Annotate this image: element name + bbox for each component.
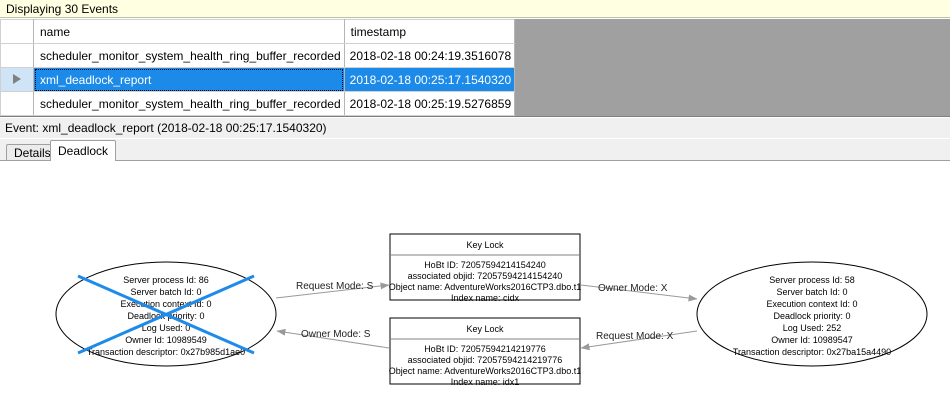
process-left-line-6: Transaction descriptor: 0x27b985d1ae0 [87,347,245,357]
process-right-line-3: Deadlock priority: 0 [773,311,850,321]
process-left-line-5: Owner Id: 10989549 [125,335,207,345]
tab-deadlock[interactable]: Deadlock [50,140,117,161]
resource-bottom-line-3: Index name: idx1 [451,377,520,387]
edge-top-owner: Owner Mode: X [580,283,698,302]
resource-bottom-line-2: Object name: AdventureWorks2016CTP3.dbo.… [389,366,581,376]
edge-bottom-owner: Owner Mode: S [276,328,390,349]
process-right-line-1: Server batch Id: 0 [776,287,847,297]
process-right-line-5: Owner Id: 10989547 [771,335,853,345]
row-selector-cell[interactable] [0,43,34,68]
edge-label-bottom-owner: Owner Mode: S [301,329,371,340]
events-table: name timestamp scheduler_monitor_system_… [0,19,516,116]
resource-bottom-line-0: HoBt ID: 72057594214219776 [424,344,546,354]
cell-name[interactable]: xml_deadlock_report [33,67,345,92]
column-header-name[interactable]: name [33,19,345,44]
process-right-line-4: Log Used: 252 [783,323,842,333]
process-right-line-0: Server process Id: 58 [769,275,855,285]
edge-left-request: Request Mode: S [275,281,390,299]
resource-top-line-1: associated objid: 72057594214154240 [408,271,563,281]
resource-top-title: Key Lock [466,240,504,250]
resource-top-line-2: Object name: AdventureWorks2016CTP3.dbo.… [389,282,581,292]
cell-timestamp[interactable]: 2018-02-18 00:25:19.5276859 [343,91,516,116]
events-grid[interactable]: name timestamp scheduler_monitor_system_… [0,19,950,117]
table-row[interactable]: scheduler_monitor_system_health_ring_buf… [0,91,516,116]
row-selector-cell[interactable] [0,67,34,92]
process-left-line-4: Log Used: 0 [142,323,191,333]
resource-node-bottom[interactable]: Key Lock HoBt ID: 72057594214219776 asso… [389,317,581,387]
resource-bottom-line-1: associated objid: 72057594214219776 [408,355,563,365]
process-node-left[interactable]: Server process Id: 86 Server batch Id: 0… [55,261,277,367]
event-header: Event: xml_deadlock_report (2018-02-18 0… [0,118,950,138]
table-row-selected[interactable]: xml_deadlock_report 2018-02-18 00:25:17.… [0,67,516,92]
table-row[interactable]: scheduler_monitor_system_health_ring_buf… [0,43,516,68]
deadlock-victim-cross-icon [77,274,255,355]
event-header-text: Event: xml_deadlock_report (2018-02-18 0… [5,121,327,135]
column-header-timestamp[interactable]: timestamp [343,19,516,44]
cell-name[interactable]: scheduler_monitor_system_health_ring_buf… [33,43,345,68]
resource-bottom-title: Key Lock [466,324,504,334]
row-selector-cell[interactable] [0,91,34,116]
process-right-line-6: Transaction descriptor: 0x27ba15a4490 [733,347,891,357]
tab-strip: Details Deadlock [0,139,950,161]
resource-node-top[interactable]: Key Lock HoBt ID: 72057594214154240 asso… [389,233,581,303]
resource-top-line-0: HoBt ID: 72057594214154240 [424,260,546,270]
cell-timestamp[interactable]: 2018-02-18 00:25:17.1540320 [343,67,516,92]
table-header-row: name timestamp [0,19,516,44]
edge-label-left-request: Request Mode: S [296,281,374,292]
events-banner: Displaying 30 Events [0,0,950,18]
edge-label-right-request: Request Mode: X [596,331,674,342]
process-node-right[interactable]: Server process Id: 58 Server batch Id: 0… [696,261,928,367]
resource-top-line-3: Index name: cidx [451,293,520,303]
row-arrow-icon [13,73,21,84]
cell-timestamp[interactable]: 2018-02-18 00:24:19.3516078 [343,43,516,68]
process-left-line-1: Server batch Id: 0 [130,287,201,297]
process-right-line-2: Execution context Id: 0 [766,299,857,309]
edge-right-request: Request Mode: X [580,330,698,351]
deadlock-graph-canvas[interactable]: Request Mode: S Owner Mode: S Owner Mode… [0,160,950,401]
process-left-line-2: Execution context Id: 0 [120,299,211,309]
cell-name[interactable]: scheduler_monitor_system_health_ring_buf… [33,91,345,116]
process-left-line-0: Server process Id: 86 [123,275,209,285]
events-banner-text: Displaying 30 Events [6,1,119,16]
edge-label-top-owner: Owner Mode: X [598,283,668,294]
column-header-selector[interactable] [0,19,34,44]
